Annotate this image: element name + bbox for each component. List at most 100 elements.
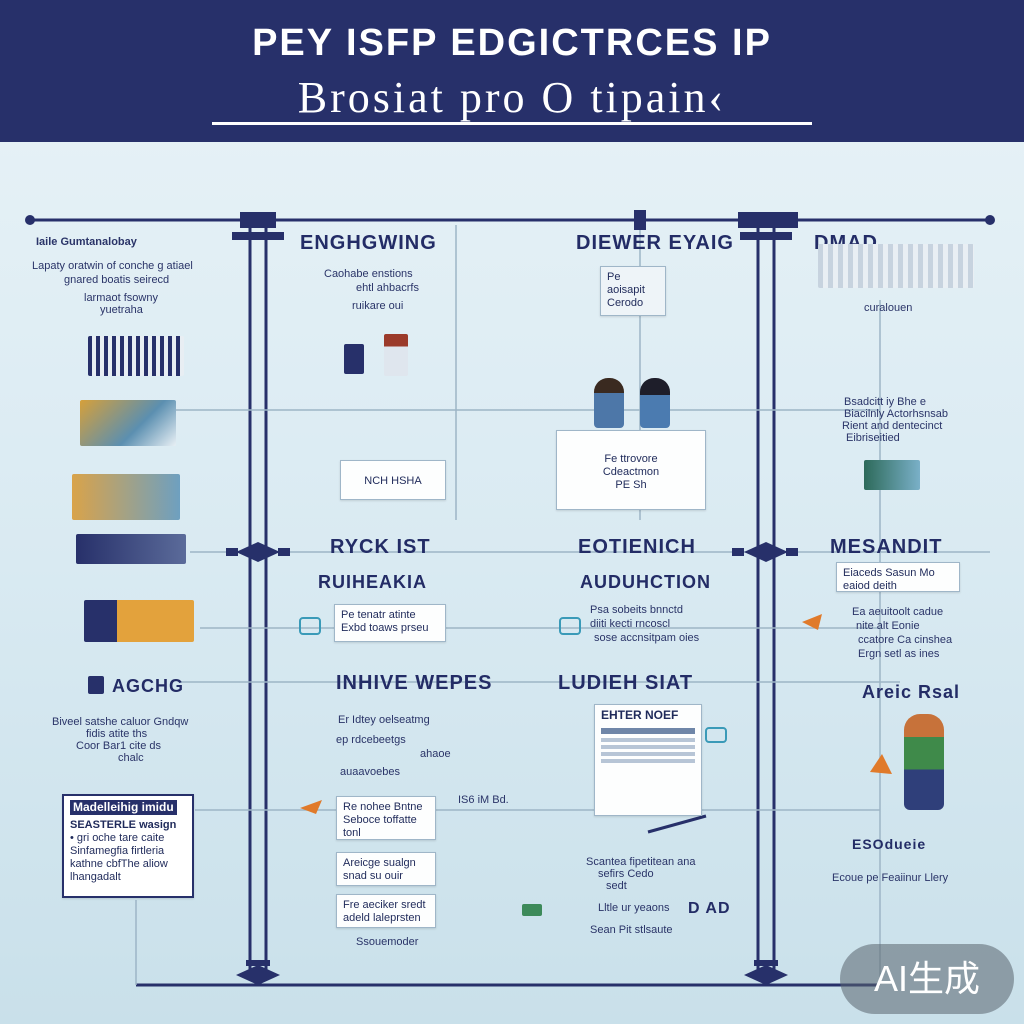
stack-card-line: adeld laleprsten [343, 912, 421, 924]
mid-heading-1: RYCK IST [330, 536, 431, 558]
stack-card-line: Fre aeciker sredt [343, 899, 426, 911]
lower-heading-2: INHIVE WEPES [336, 672, 493, 694]
left-note-line: Lapaty oratwin of conche g atiael [32, 260, 193, 272]
stack-card: Fre aeciker sredt adeld laleprsten [336, 894, 436, 928]
stack-card-line: Seboce toffatte [343, 814, 417, 826]
chart-card-line: Pe aoisapit [607, 271, 645, 296]
col4-side2: Ergn setl as ines [858, 648, 940, 660]
document-card: EHTER NOEF [594, 704, 702, 816]
landscape-thumbnail [80, 400, 176, 446]
col2-note: Caohabe enstions [324, 268, 413, 280]
page-title: PEY ISFP EDGICTRCES IP [252, 22, 772, 64]
mid-card: Pe tenatr atinte Exbd toaws prseu [334, 604, 446, 642]
desk-line: PE Sh [615, 479, 647, 491]
stack-card-line: Areicge sualgn [343, 857, 416, 869]
striped-illustration [88, 336, 184, 376]
person-figure [640, 378, 670, 428]
left-note-line: yuetraha [100, 304, 143, 316]
screen-card: NCH HSHA [340, 460, 446, 500]
col4-mid: Eibriseitied [846, 432, 900, 444]
mid-heading-3: MESANDIT [830, 536, 943, 558]
chart-card-line: Cerodo [607, 297, 644, 309]
col4-side2: nite alt Eonie [856, 620, 920, 632]
mid-heading-2: EOTIENICH [578, 536, 696, 558]
col2-list-head: Er Idtey oelseatmg [338, 714, 430, 726]
col2-tail: Ssouemoder [356, 936, 419, 948]
map-thumbnail [72, 474, 180, 520]
col4-mid: Biacilnly Actorhsnsab [844, 408, 948, 420]
title-banner: PEY ISFP EDGICTRCES IP Brosiat pro O tip… [0, 0, 1024, 142]
side-card: Eiaceds Sasun Mo eaiod deith [836, 562, 960, 592]
col4-side2: ccatore Ca cinshea [858, 634, 953, 646]
stack-card-line: snad su ouir [343, 870, 403, 882]
document-icon [344, 344, 364, 374]
stack-card-line: Re nohee Bntne [343, 801, 423, 813]
desk-line: Cdeactmon [602, 466, 660, 478]
info-box-line: kathne cbfThe aliow [70, 858, 168, 870]
col3-foot: sedt [606, 880, 627, 892]
col3-bottom: Lltle ur yeaons [598, 902, 670, 914]
left-lower-line: fidis atite ths [86, 728, 148, 740]
desk-card: Fe ttrovore Cdeactmon PE Sh [556, 430, 706, 510]
left-note-line: larmaot fsowny [84, 292, 158, 304]
col4-mid: Rient and dentecinct [842, 420, 943, 432]
col2-list-item: ep rdcebeetgs [336, 734, 406, 746]
left-note-title: Iaile Gumtanalobay [36, 236, 137, 248]
monitor-icon [88, 676, 104, 694]
person-icon [384, 334, 408, 376]
screen-thumbnail [864, 460, 920, 490]
title-underline [212, 122, 812, 125]
info-box-line: lhangadalt [70, 871, 121, 883]
lower-heading-4: Areic Rsal [862, 682, 961, 702]
left-lower-line: chalc [118, 752, 144, 764]
desk-line: Fe ttrovore [604, 453, 658, 465]
stack-card: Re nohee Bntne Seboce toffatte tonl [336, 796, 436, 840]
mid-card-line: Pe tenatr atinte [341, 609, 416, 621]
col-heading-1: ENGHGWING [300, 232, 437, 254]
col2-note: ruikare oui [352, 300, 404, 312]
skyline-illustration [818, 244, 974, 288]
info-box-line: • gri oche tare caite [70, 832, 165, 844]
col4-bottom-title: ESOdueie [852, 836, 927, 852]
col3-mid-line: diiti kecti rncoscl [590, 618, 671, 630]
side-card-line: Eiaceds Sasun Mo [843, 567, 935, 579]
left-note-line: gnared boatis seirecd [64, 274, 170, 286]
col-heading-2: DIEWER EYAIG [576, 232, 734, 254]
col3-bottom: Sean Pit stlsaute [590, 924, 673, 936]
col4-bottom-line: Ecoue pe Feaiinur Llery [832, 872, 949, 884]
screen-label: NCH HSHA [364, 475, 422, 487]
lower-heading-3: LUDIEH SIAT [558, 672, 694, 694]
col3-foot: Scantea fipetitean ana [586, 856, 696, 868]
col3-foot: sefirs Cedo [598, 868, 654, 880]
side-card-line: eaiod deith [843, 580, 897, 592]
col4-note: curalouen [864, 302, 913, 314]
stack-card: Areicge sualgn snad su ouir [336, 852, 436, 886]
page-subtitle: Brosiat pro O tipain‹ [297, 73, 727, 122]
col3-mid-line: sose accnsitpam oies [594, 632, 700, 644]
col4-side2: Ea aeuitoolt cadue [852, 606, 944, 618]
plant-icon [522, 904, 542, 916]
lower-heading-1: AGCHG [112, 676, 184, 696]
info-box-heading: SEASTERLE wasign [70, 819, 177, 831]
city-thumbnail [76, 534, 186, 564]
mid-card-line: Exbd toaws prseu [341, 622, 429, 634]
col2-list-item: ahaoe [420, 748, 451, 760]
info-box-title: Madelleihig imidu [70, 800, 177, 815]
mid-sub-2: AUDUHCTION [580, 572, 711, 592]
team-thumbnail [84, 600, 194, 642]
col3-side: IS6 iM Bd. [458, 794, 509, 806]
col3-mid-line: Psa sobeits bnnctd [590, 604, 683, 616]
stack-card-line: tonl [343, 827, 361, 839]
col2-note: ehtl ahbacrfs [356, 282, 419, 294]
left-lower-line: Coor Bar1 cite ds [76, 740, 161, 752]
col3-tag: D AD [688, 900, 731, 917]
info-box-line: Sinfamegfia firtleria [70, 845, 165, 857]
col4-mid: Bsadcitt iy Bhe e [844, 396, 926, 408]
chart-card: Pe aoisapit Cerodo [600, 266, 666, 316]
ai-generated-badge: AI生成 [840, 944, 1014, 1014]
person-figure [594, 378, 624, 428]
character-figure [904, 714, 944, 810]
col2-list-item: auaavoebes [340, 766, 400, 778]
left-lower-line: Biveel satshe caluor Gndqw [52, 716, 189, 728]
